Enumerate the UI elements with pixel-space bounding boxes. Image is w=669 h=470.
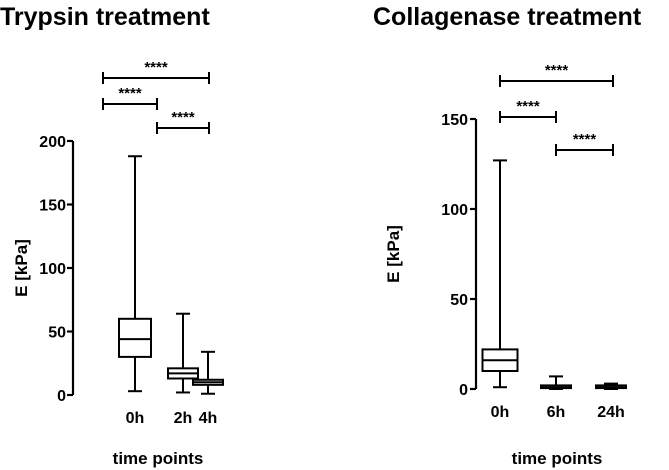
y-tick-label: 100 bbox=[441, 202, 468, 219]
box-plot-2h bbox=[167, 312, 199, 394]
significance-bracket: **** bbox=[555, 131, 614, 156]
x-tick-label: 0h bbox=[491, 404, 510, 421]
chart-title: Trypsin treatment bbox=[0, 3, 210, 31]
y-axis-label: E [kPa] bbox=[384, 225, 403, 283]
box-plot-0h bbox=[481, 159, 519, 389]
box-plot-4h bbox=[192, 350, 224, 395]
significance-bracket: **** bbox=[499, 98, 557, 123]
significance-bracket: **** bbox=[102, 59, 210, 84]
trypsin-chart: Trypsin treatment 0 50 100 150 200 E [kPa] 0h 2h… bbox=[0, 3, 224, 468]
x-tick-label: 0h bbox=[126, 410, 145, 427]
chart-title: Collagenase treatment bbox=[373, 3, 642, 31]
x-tick-label: 4h bbox=[199, 410, 218, 427]
collagenase-chart: Collagenase treatment 0 50 100 150 E [kPa] 0h 6… bbox=[373, 3, 642, 468]
y-tick-label: 200 bbox=[39, 134, 66, 151]
x-tick-label: 2h bbox=[174, 410, 193, 427]
box bbox=[118, 317, 152, 358]
y-tick-label: 50 bbox=[450, 292, 468, 309]
x-axis-label: time points bbox=[113, 449, 204, 468]
y-tick-label: 150 bbox=[39, 198, 66, 215]
significance-label: **** bbox=[545, 62, 569, 79]
y-axis-label: E [kPa] bbox=[12, 239, 31, 297]
x-axis-label: time points bbox=[512, 449, 603, 468]
significance-label: **** bbox=[118, 85, 142, 102]
box-plot-24h bbox=[595, 382, 627, 390]
significance-label: **** bbox=[516, 98, 540, 115]
significance-bracket: **** bbox=[499, 62, 614, 87]
y-tick-label: 100 bbox=[39, 261, 66, 278]
box-plot-0h bbox=[118, 155, 152, 393]
y-tick-label: 150 bbox=[441, 112, 468, 129]
significance-label: **** bbox=[573, 131, 597, 148]
significance-label: **** bbox=[144, 59, 168, 76]
x-tick-label: 24h bbox=[597, 404, 625, 421]
y-tick-label: 0 bbox=[57, 388, 66, 405]
significance-label: **** bbox=[171, 109, 195, 126]
significance-bracket: **** bbox=[156, 109, 210, 134]
box-plot-6h bbox=[540, 375, 572, 390]
x-tick-label: 6h bbox=[547, 404, 566, 421]
y-tick-label: 50 bbox=[48, 325, 66, 342]
y-tick-label: 0 bbox=[459, 382, 468, 399]
significance-bracket: **** bbox=[102, 85, 158, 110]
